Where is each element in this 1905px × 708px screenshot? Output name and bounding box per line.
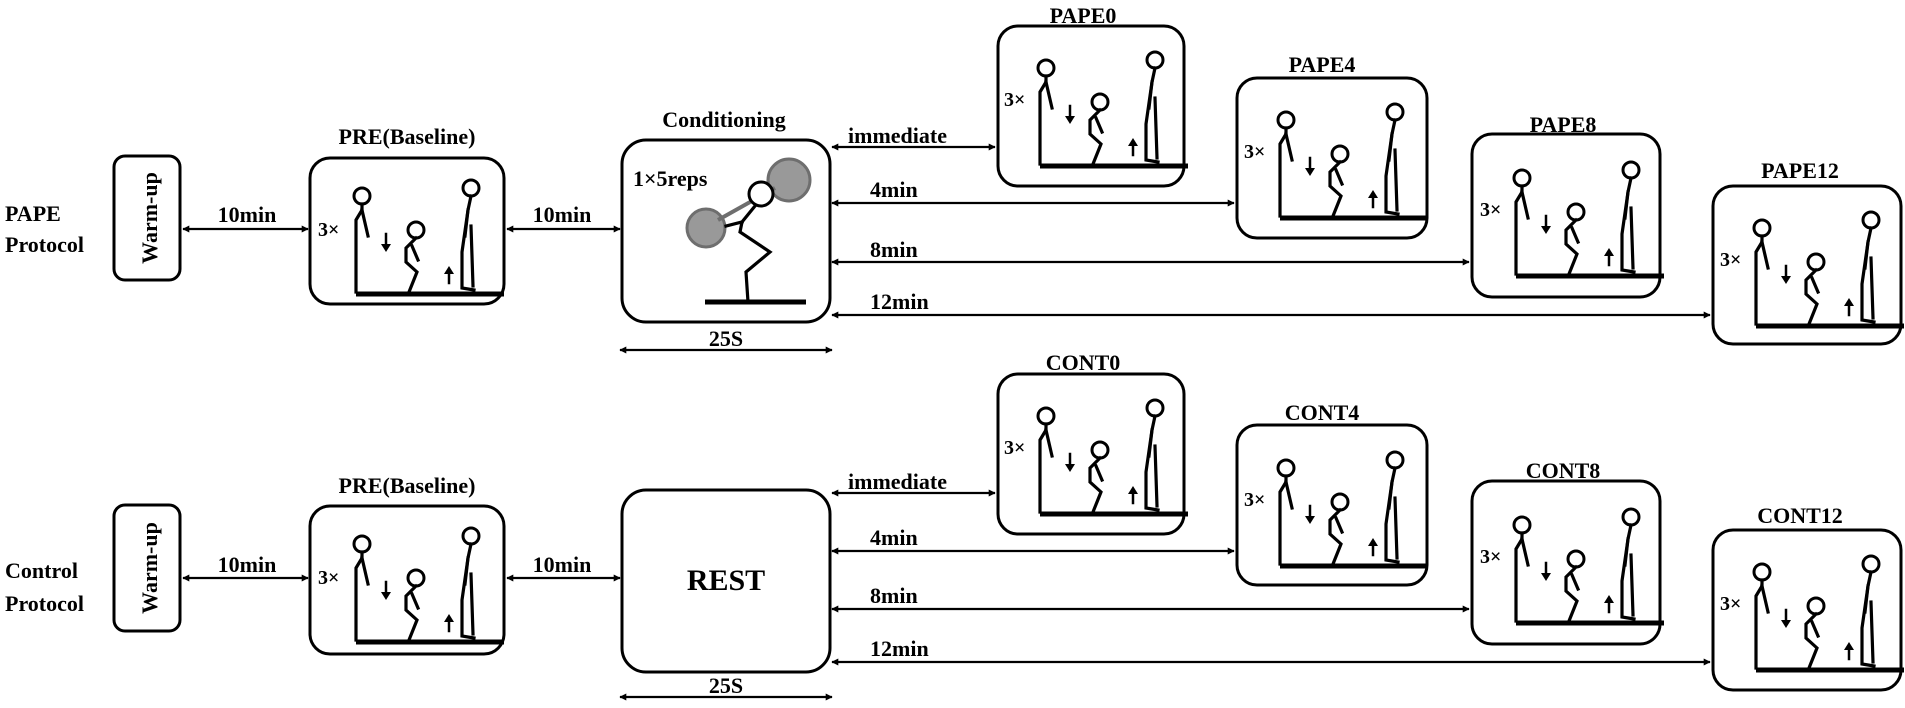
test-title: PAPE12 (1761, 158, 1839, 183)
conditioning-reps: 1×5reps (633, 166, 708, 191)
control-row: Control Protocol Warm-up 10min PRE(Basel… (5, 350, 1904, 701)
protocol-label-line2: Protocol (5, 232, 84, 257)
pape-row: PAPE Protocol Warm-up 10min PRE(Baseline… (5, 3, 1904, 354)
warmup-label: Warm-up (137, 172, 162, 264)
warmup-box (112, 503, 182, 633)
gap2-label: 10min (533, 552, 592, 577)
pre-count: 3× (318, 219, 339, 241)
test-title: CONT12 (1757, 503, 1843, 528)
pre-count: 3× (318, 567, 339, 589)
time-label: immediate (848, 469, 947, 494)
warmup-label: Warm-up (137, 522, 162, 614)
test-title: CONT8 (1526, 458, 1601, 483)
rest-box (620, 488, 832, 674)
test-count: 3× (1480, 546, 1501, 568)
time-label: 8min (870, 583, 918, 608)
time-label: 12min (870, 636, 929, 661)
pre-title: PRE(Baseline) (339, 473, 476, 498)
time-label: immediate (848, 123, 947, 148)
test-count: 3× (1244, 141, 1265, 163)
rest-label: REST (687, 564, 765, 597)
protocol-label-line2: Protocol (5, 591, 84, 616)
test-count: 3× (1244, 489, 1265, 511)
gap2-label: 10min (533, 202, 592, 227)
protocol-label-line1: Control (5, 558, 78, 583)
test-count: 3× (1480, 199, 1501, 221)
barbell-squat-icon (685, 157, 812, 305)
conditioning-title: Conditioning (662, 107, 786, 132)
protocol-label-line1: PAPE (5, 201, 61, 226)
duration-label: 25S (709, 326, 743, 351)
time-label: 4min (870, 177, 918, 202)
test-count: 3× (1720, 593, 1741, 615)
warmup-box (112, 154, 182, 282)
test-title: PAPE0 (1050, 3, 1117, 28)
test-count: 3× (1004, 89, 1025, 111)
test-count: 3× (1004, 437, 1025, 459)
gap1-label: 10min (218, 202, 277, 227)
test-title: CONT0 (1046, 350, 1121, 375)
time-label: 4min (870, 525, 918, 550)
gap1-label: 10min (218, 552, 277, 577)
test-title: CONT4 (1285, 400, 1360, 425)
time-label: 8min (870, 237, 918, 262)
time-label: 12min (870, 289, 929, 314)
pre-title: PRE(Baseline) (339, 124, 476, 149)
duration-label: 25S (709, 673, 743, 698)
test-count: 3× (1720, 249, 1741, 271)
test-title: PAPE4 (1289, 52, 1356, 77)
